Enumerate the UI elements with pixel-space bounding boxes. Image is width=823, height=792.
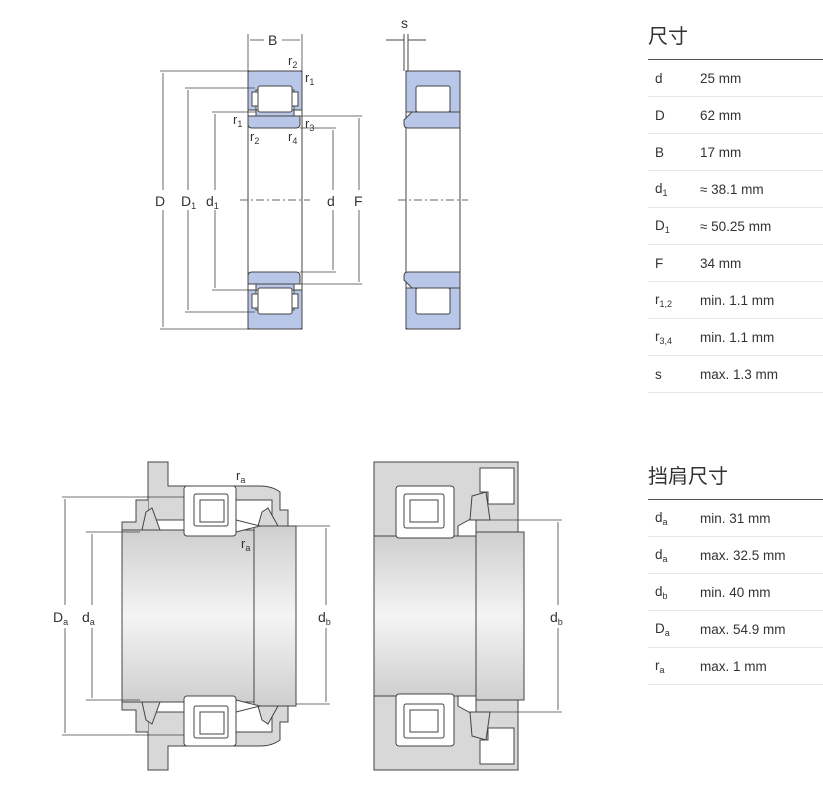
bearing-technical-drawing: B r2 r1 r1 r2 r3 r4 D D1 d1 d F s (53, 15, 563, 771)
table-row: F 34 mm (648, 245, 823, 282)
table-row: ra max. 1 mm (648, 648, 823, 685)
spec-symbol: s (655, 366, 662, 382)
label-D1: D1 (181, 193, 196, 211)
abutment-panel: 挡肩尺寸 da min. 31 mm da max. 32.5 mm db min. 40… (648, 460, 823, 685)
spec-value: min. 1.1 mm (700, 292, 775, 308)
spec-value: 34 mm (700, 255, 742, 271)
label-B: B (268, 32, 277, 48)
spec-symbol: B (655, 144, 665, 160)
mounting-arrangement-left (62, 461, 330, 771)
dimensions-table: d 25 mm D 62 mm B 17 mm d1 ≈ 38.1 mm D1 ≈ 50.25 m… (648, 59, 823, 393)
spec-symbol: d1 (655, 180, 668, 198)
spec-value: ≈ 50.25 mm (700, 218, 772, 234)
spec-symbol: F (655, 255, 664, 271)
spec-value: ≈ 38.1 mm (700, 181, 764, 197)
spec-symbol: D (655, 107, 665, 123)
spec-value: 25 mm (700, 70, 742, 86)
table-row: r3,4 min. 1.1 mm (648, 319, 823, 356)
spec-symbol: D1 (655, 217, 670, 235)
label-s: s (401, 15, 408, 31)
label-r2-inner: r2 (250, 129, 259, 146)
label-Da: Da (53, 609, 68, 627)
label-da: da (82, 609, 95, 627)
abutment-table: da min. 31 mm da max. 32.5 mm db min. 40 mm Da… (648, 499, 823, 685)
spec-symbol: d (655, 70, 663, 86)
label-d: d (327, 193, 335, 209)
dimension-lines (160, 34, 362, 330)
table-row: Da max. 54.9 mm (648, 611, 823, 648)
table-row: d 25 mm (648, 60, 823, 97)
spec-value: max. 32.5 mm (700, 547, 786, 563)
spec-value: max. 1 mm (700, 658, 767, 674)
spec-symbol: ra (655, 657, 665, 675)
table-row: da max. 32.5 mm (648, 537, 823, 574)
table-row: D 62 mm (648, 97, 823, 134)
spec-value: min. 1.1 mm (700, 329, 775, 345)
table-row: s max. 1.3 mm (648, 356, 823, 393)
table-row: d1 ≈ 38.1 mm (648, 171, 823, 208)
label-D: D (155, 193, 165, 209)
label-ra-top: ra (236, 468, 245, 485)
spec-symbol: r3,4 (655, 328, 673, 346)
label-r3: r3 (305, 116, 314, 133)
spec-value: max. 54.9 mm (700, 621, 786, 637)
dimensions-title: 尺寸 (648, 24, 688, 48)
abutment-title: 挡肩尺寸 (648, 464, 728, 488)
label-ra-inner: ra (241, 536, 250, 553)
spec-value: min. 40 mm (700, 584, 771, 600)
spec-value: 62 mm (700, 107, 742, 123)
spec-symbol: r1,2 (655, 291, 673, 309)
label-r1-inner: r1 (233, 112, 242, 129)
spec-symbol: da (655, 509, 668, 527)
spec-value: min. 31 mm (700, 510, 771, 526)
mounting-arrangement-right (373, 461, 562, 771)
label-d1: d1 (206, 193, 219, 211)
label-r4: r4 (288, 129, 297, 146)
table-row: D1 ≈ 50.25 mm (648, 208, 823, 245)
table-row: B 17 mm (648, 134, 823, 171)
label-db-right: db (550, 609, 563, 627)
spec-symbol: da (655, 546, 668, 564)
label-F: F (354, 193, 363, 209)
table-row: da min. 31 mm (648, 500, 823, 537)
bearing-side-view (386, 34, 468, 330)
spec-symbol: Da (655, 620, 670, 638)
spec-value: 17 mm (700, 144, 742, 160)
spec-symbol: db (655, 583, 668, 601)
label-r1-top: r1 (305, 70, 314, 87)
spec-value: max. 1.3 mm (700, 366, 779, 382)
table-row: r1,2 min. 1.1 mm (648, 282, 823, 319)
bearing-cross-section (240, 70, 310, 330)
label-r2-top: r2 (288, 53, 297, 70)
table-row: db min. 40 mm (648, 574, 823, 611)
label-db-left: db (318, 609, 331, 627)
dimensions-panel: 尺寸 d 25 mm D 62 mm B 17 mm d1 ≈ 38.1 mm D1 ≈ 50.2… (648, 20, 823, 393)
